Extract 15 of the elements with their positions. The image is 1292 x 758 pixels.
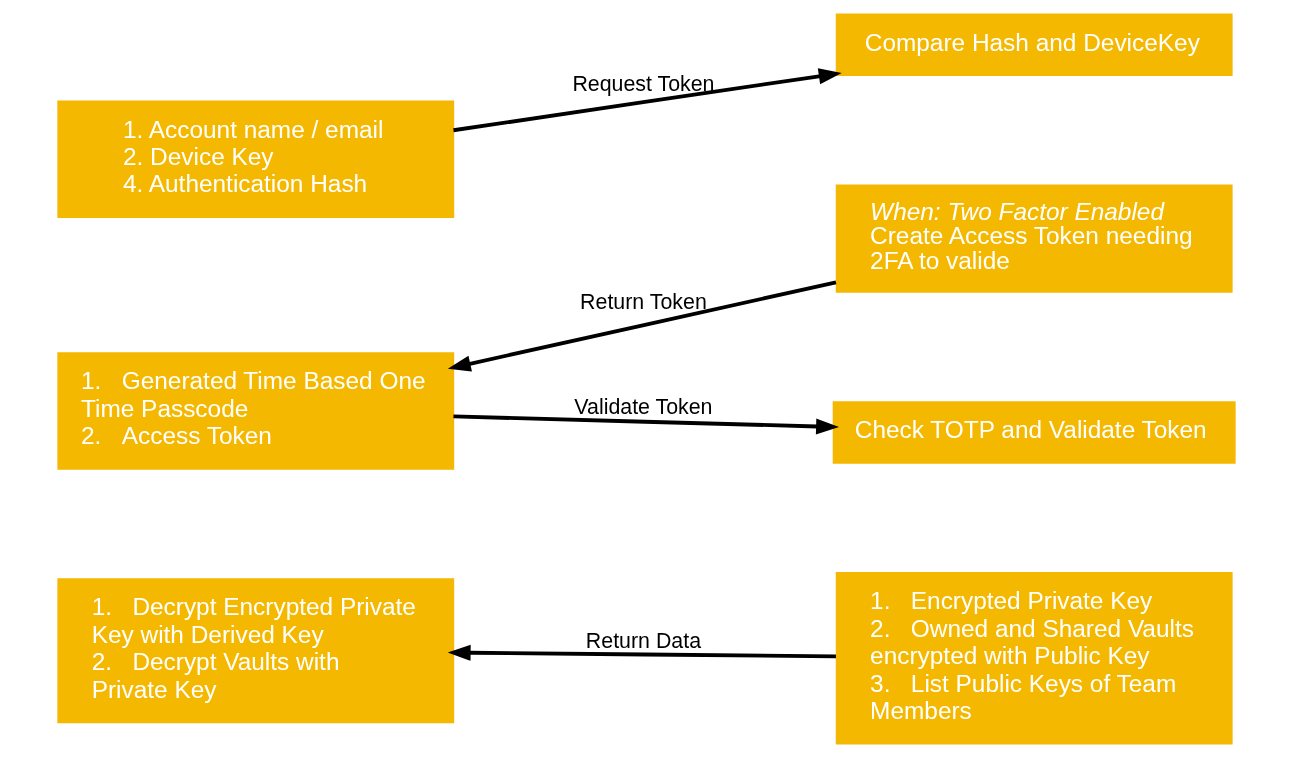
arrow bbox=[447, 280, 836, 372]
arrow bbox=[447, 644, 836, 661]
edge-label: Return Data bbox=[585, 628, 701, 653]
edge-label: Request Token bbox=[571, 71, 714, 96]
arrow bbox=[452, 68, 842, 133]
edge-label: Validate Token bbox=[573, 395, 713, 420]
edge-label: Return Token bbox=[579, 290, 707, 315]
node-box: Check TOTP and Validate Token bbox=[832, 401, 1236, 464]
node-box: 1. Account name / email 2. Device Key 4. Authentication Hash bbox=[56, 100, 454, 218]
arrow bbox=[452, 414, 839, 435]
node-box: 1. Encrypted Private Key 2. Owned and Shared Vaults encrypted with Public Key 3. List Public Keys of Team Members bbox=[835, 572, 1233, 745]
node-box: 1. Generated Time Based One Time Passcode 2. Access Token bbox=[56, 352, 454, 470]
node-box: Compare Hash and DeviceKey bbox=[835, 13, 1233, 77]
node-box: When: Two Factor Enabled Create Access Token needing 2FA to valide bbox=[835, 184, 1233, 293]
node-box: 1. Decrypt Encrypted Private Key with Derived Key 2. Decrypt Vaults with Private Key bbox=[56, 578, 454, 724]
